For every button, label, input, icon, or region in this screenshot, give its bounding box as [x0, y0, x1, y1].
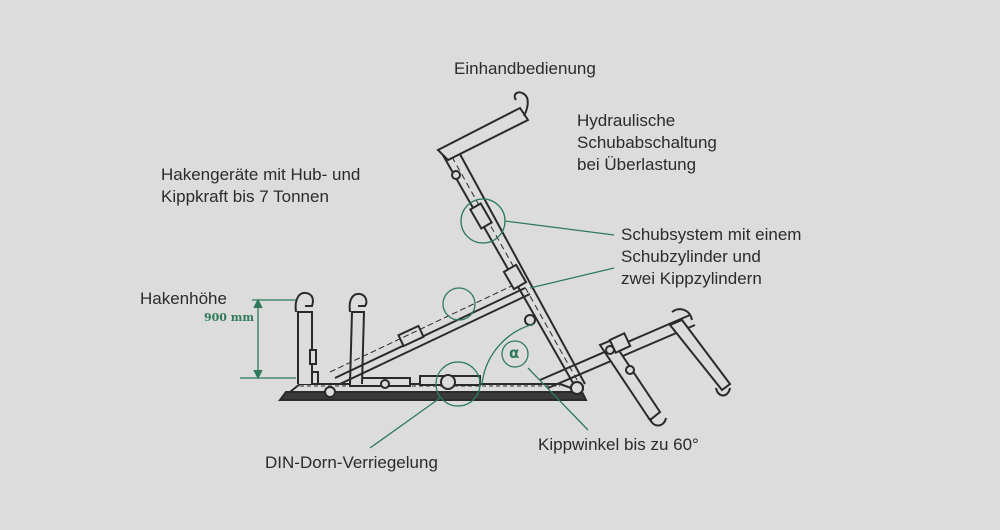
hook-arm-lowered — [294, 291, 317, 384]
height-dimension — [240, 298, 296, 380]
label-kippwinkel: Kippwinkel bis zu 60° — [538, 435, 699, 454]
angle-alpha-symbol: α — [509, 344, 520, 362]
tilted-hook-arm — [436, 91, 586, 395]
callout-alpha — [501, 340, 529, 368]
base-frame — [278, 371, 588, 401]
label-einhandbedienung: Einhandbedienung — [454, 59, 596, 78]
callout-din-dorn — [435, 361, 481, 407]
label-hydraulische-schubabschaltung: Hydraulische Schubabschaltung bei Überla… — [577, 111, 717, 174]
callout-circles — [435, 198, 535, 407]
leader-lines — [369, 220, 615, 449]
push-cylinder — [329, 281, 531, 385]
label-schubsystem: Schubsystem mit einem Schubzylinder und … — [621, 225, 802, 288]
callout-schubsystem — [442, 287, 476, 321]
label-height-900mm: 900 mm — [204, 311, 255, 324]
label-hakenhoehe: Hakenhöhe — [140, 289, 227, 308]
tipped-hook-arm — [539, 308, 732, 427]
label-din-dorn-verriegelung: DIN-Dorn-Verriegelung — [265, 453, 438, 472]
label-hakengeraete: Hakengeräte mit Hub- und Kippkraft bis 7… — [161, 165, 361, 206]
